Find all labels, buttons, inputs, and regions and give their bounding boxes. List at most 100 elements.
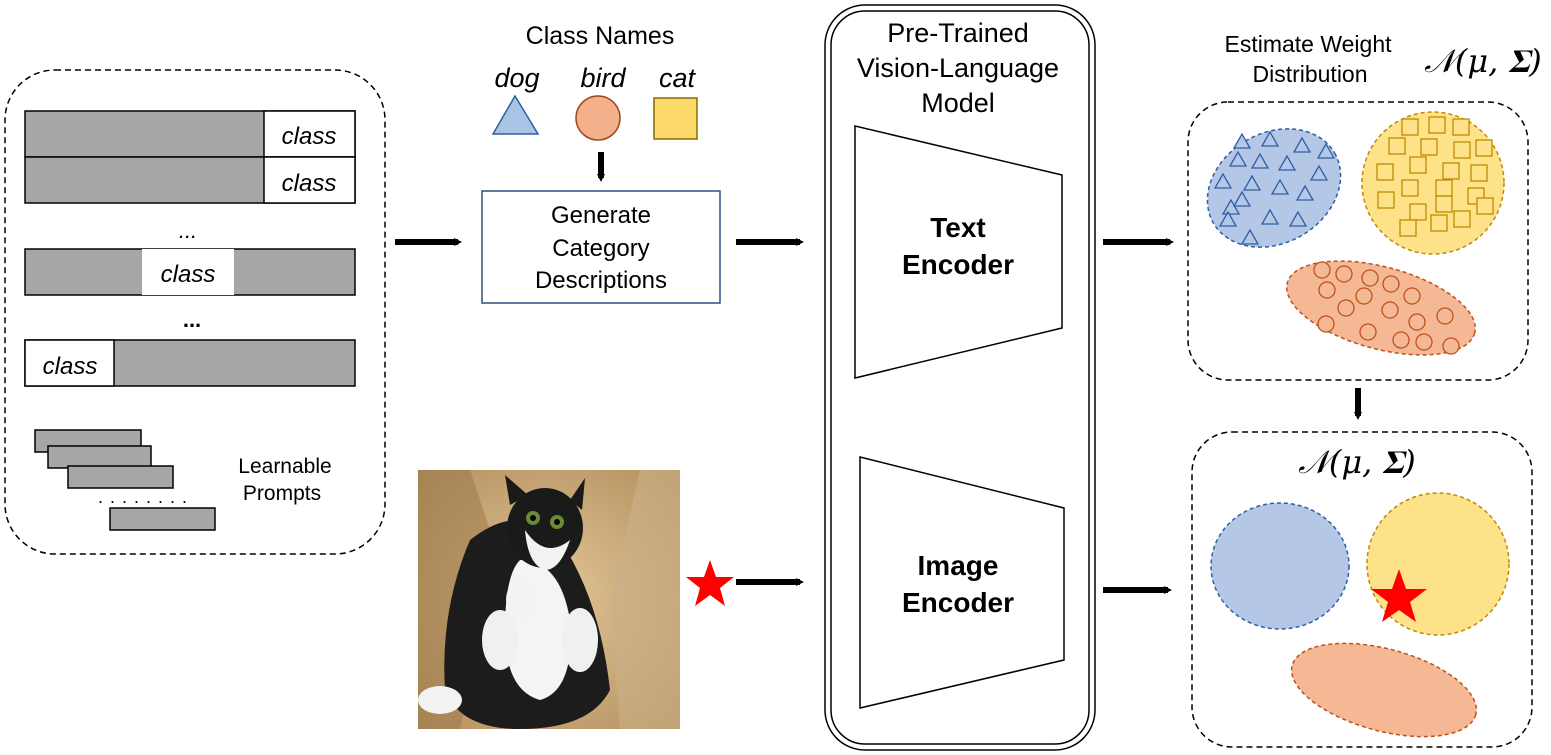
star-icon [686, 560, 734, 606]
dog-marker [1218, 210, 1238, 227]
class-token: class [161, 261, 216, 288]
circle-icon [575, 95, 621, 141]
bird-marker [1313, 261, 1331, 279]
learnable-label-line2: Prompts [243, 482, 321, 505]
prompts-panel-border [4, 69, 386, 555]
class-label-bird: bird [580, 63, 626, 93]
cat-markers [1376, 116, 1494, 237]
cat-marker [1377, 191, 1395, 209]
learnable-label-line1: Learnable [238, 455, 331, 478]
dog-marker [1240, 228, 1260, 245]
prompt-row: class [24, 156, 356, 204]
triangle-icon [491, 94, 540, 135]
cat-marker [1428, 116, 1446, 134]
cat-marker [1442, 162, 1460, 180]
cat-marker [1409, 156, 1427, 174]
dog-marker [1292, 136, 1312, 153]
generate-descriptions-box: Generate Category Descriptions [481, 190, 721, 304]
dog-marker [1213, 172, 1233, 189]
ellipsis-top: ... [179, 218, 197, 243]
class-token: class [282, 123, 337, 150]
cat-marker [1409, 203, 1427, 221]
dog-marker [1277, 154, 1297, 171]
cat-marker [1401, 179, 1419, 197]
cat-marker [1399, 219, 1417, 237]
bird-marker [1382, 275, 1400, 293]
bird-marker [1335, 265, 1353, 283]
image-encoder: Image Encoder [859, 456, 1065, 709]
square-icon [653, 97, 698, 140]
estimate-distribution-panel: Estimate Weight Distribution 𝒩(μ, 𝚺) [1187, 31, 1542, 381]
bird-region [1290, 642, 1478, 738]
learnable-prompts-panel: class class ... class ... class . . . . … [4, 69, 386, 555]
class-names-group: Class Names dog bird cat [491, 22, 698, 141]
star-icon [1371, 569, 1427, 622]
bird-marker [1317, 315, 1335, 333]
cat-marker [1388, 137, 1406, 155]
dog-marker [1316, 142, 1336, 159]
classification-panel-border [1191, 431, 1533, 748]
estimate-title-line2: Distribution [1252, 61, 1367, 87]
bird-marker [1359, 323, 1377, 341]
cat-marker [1401, 118, 1419, 136]
learnable-prompts-stack: . . . . . . . . [34, 429, 216, 531]
cat-marker [1453, 210, 1471, 228]
cat-marker [1470, 164, 1488, 182]
bird-marker [1436, 307, 1454, 325]
class-label-dog: dog [494, 63, 539, 93]
dog-marker [1295, 184, 1315, 201]
dog-marker [1242, 174, 1262, 191]
model-title-line3: Model [921, 88, 995, 118]
stack-dots: . . . . . . . . [98, 487, 188, 507]
dog-marker [1250, 152, 1270, 169]
dog-region [1210, 502, 1350, 630]
bird-marker [1355, 287, 1373, 305]
dog-marker [1309, 164, 1329, 181]
generate-line3: Descriptions [535, 267, 667, 294]
dog-marker [1270, 178, 1290, 195]
bird-marker [1442, 337, 1460, 355]
dog-marker [1288, 210, 1308, 227]
text-encoder: Text Encoder [854, 125, 1063, 379]
text-encoder-line2: Encoder [902, 249, 1014, 280]
image-encoder-line1: Image [918, 550, 999, 581]
class-label-cat: cat [659, 63, 697, 93]
bird-cluster [1285, 260, 1477, 356]
dog-marker [1260, 208, 1280, 225]
bird-marker [1415, 333, 1433, 351]
image-encoder-line2: Encoder [902, 587, 1014, 618]
cat-marker [1452, 118, 1470, 136]
cat-marker [1376, 163, 1394, 181]
prompt-row: class [24, 339, 356, 387]
model-title-line1: Pre-Trained [887, 18, 1029, 48]
dog-marker [1232, 190, 1252, 207]
bird-marker [1408, 313, 1426, 331]
prompt-row: class [24, 248, 356, 296]
cat-photo [418, 470, 680, 729]
cat-marker [1476, 197, 1494, 215]
bird-marker [1337, 299, 1355, 317]
bird-marker [1318, 281, 1336, 299]
cat-marker [1435, 179, 1453, 197]
dog-marker [1260, 130, 1280, 147]
classification-panel: 𝒩(μ, 𝚺) [1191, 431, 1533, 748]
generate-line2: Category [552, 235, 649, 262]
dog-cluster [1206, 128, 1342, 248]
bird-marker [1381, 301, 1399, 319]
cat-marker [1475, 139, 1493, 157]
cat-marker [1420, 138, 1438, 156]
generate-line1: Generate [551, 202, 651, 229]
distribution-panel-border [1187, 101, 1529, 381]
class-token: class [43, 353, 98, 380]
bird-marker [1392, 331, 1410, 349]
class-names-title: Class Names [526, 22, 675, 50]
cat-marker [1435, 195, 1453, 213]
text-encoder-line1: Text [930, 212, 986, 243]
bird-marker [1361, 269, 1379, 287]
ellipsis-bottom: ... [183, 307, 201, 332]
bird-marker [1403, 287, 1421, 305]
cat-marker [1453, 141, 1471, 159]
estimate-title-line1: Estimate Weight [1224, 31, 1392, 57]
class-token: class [282, 170, 337, 197]
